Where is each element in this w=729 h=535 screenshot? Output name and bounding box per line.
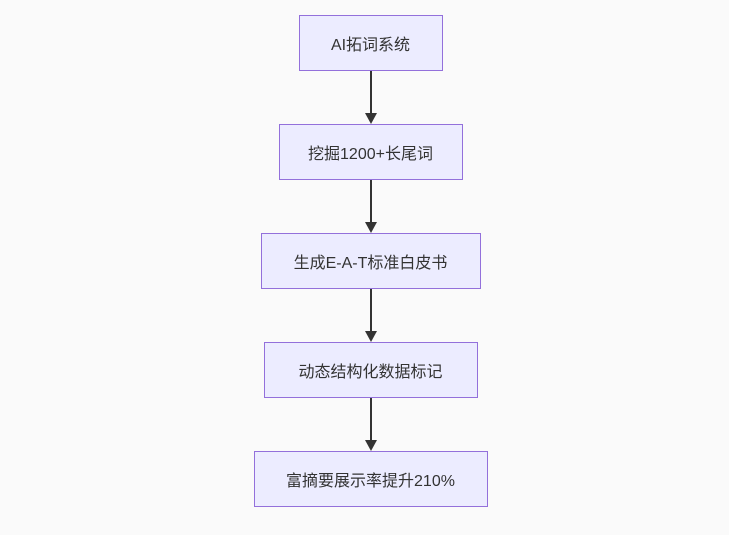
arrow-line	[369, 398, 372, 440]
arrow-line	[369, 71, 372, 113]
arrowhead-down-icon	[364, 222, 377, 233]
flow-node-mine-longtail-keywords: 挖掘1200+长尾词	[278, 124, 463, 180]
flow-node-ai-word-expansion-system: AI拓词系统	[298, 15, 443, 71]
arrowhead-down-icon	[364, 440, 377, 451]
arrow-line	[369, 180, 372, 222]
flow-edge-2-3	[364, 180, 377, 233]
arrowhead-down-icon	[364, 331, 377, 342]
flow-edge-3-4	[364, 289, 377, 342]
flow-edge-1-2	[364, 71, 377, 124]
flow-node-generate-eat-whitepaper: 生成E-A-T标准白皮书	[260, 233, 481, 289]
arrow-line	[369, 289, 372, 331]
flow-edge-4-5	[364, 398, 377, 451]
flowchart-column: AI拓词系统 挖掘1200+长尾词 生成E-A-T标准白皮书 动态结构化数据标记…	[253, 15, 488, 507]
flow-node-dynamic-structured-data-markup: 动态结构化数据标记	[263, 342, 478, 398]
flow-node-rich-snippet-rate-increase: 富摘要展示率提升210%	[253, 451, 488, 507]
arrowhead-down-icon	[364, 113, 377, 124]
